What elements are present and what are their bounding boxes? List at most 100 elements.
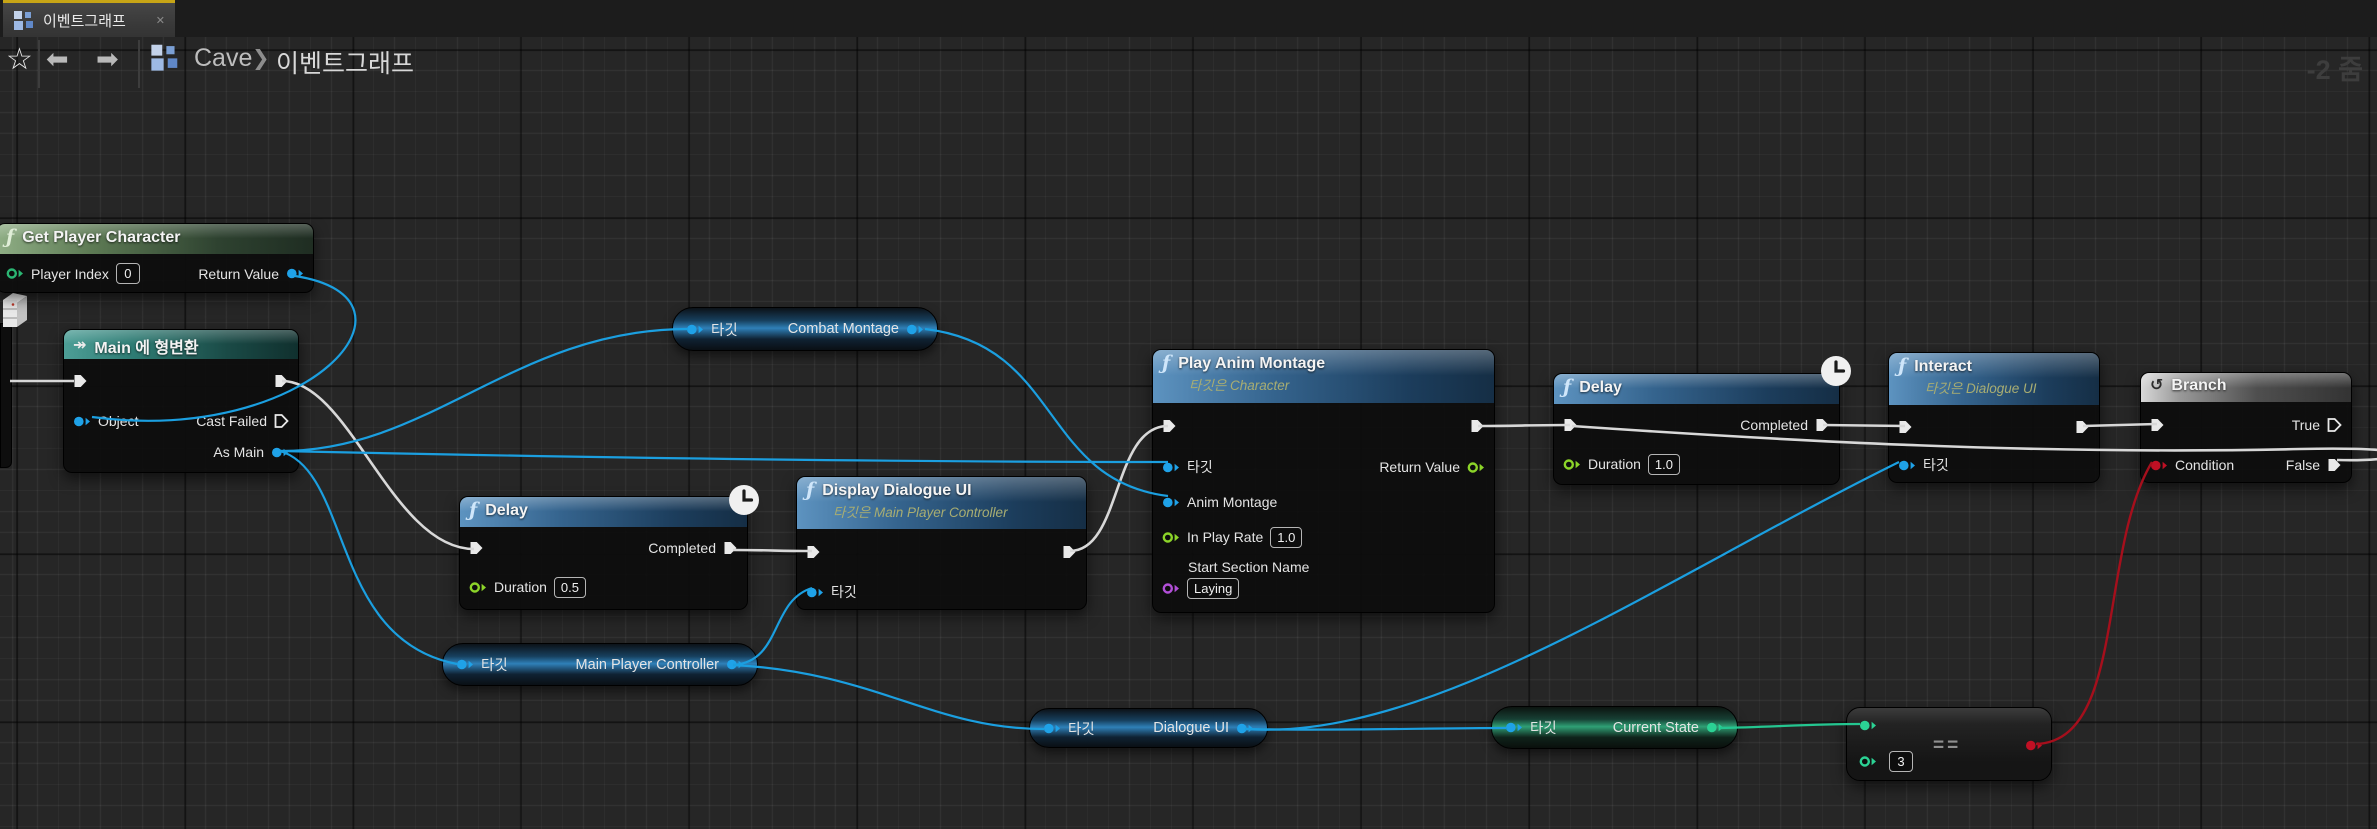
return-value-pin[interactable] bbox=[286, 267, 304, 280]
player-index-pin[interactable] bbox=[6, 267, 24, 280]
pin-label: 타깃 bbox=[711, 322, 738, 339]
node-header: ƒ Delay bbox=[1554, 374, 1839, 404]
target-pin[interactable] bbox=[1505, 721, 1523, 734]
node-header: ƒ Interact 타깃은 Dialogue UI bbox=[1889, 353, 2099, 405]
function-icon: ƒ bbox=[806, 479, 815, 501]
node-play-anim-montage[interactable]: ƒ Play Anim Montage 타깃은 Character 타깃 Ret… bbox=[1152, 349, 1495, 613]
exec-in-pin[interactable] bbox=[73, 373, 88, 389]
pin-label: Cast Failed bbox=[196, 413, 267, 429]
exec-in-pin[interactable] bbox=[1563, 417, 1578, 433]
back-arrow-icon[interactable]: ⬅ bbox=[46, 44, 69, 74]
node-title: Branch bbox=[2171, 377, 2227, 394]
pin-label: Duration bbox=[494, 579, 547, 595]
compare-b-pin[interactable] bbox=[1859, 755, 1877, 768]
target-pin[interactable] bbox=[806, 586, 824, 599]
toolbar-divider bbox=[38, 40, 40, 88]
node-header: ƒ Play Anim Montage 타깃은 Character bbox=[1153, 350, 1494, 403]
node-title: Delay bbox=[485, 501, 528, 519]
output-pin[interactable] bbox=[1236, 722, 1254, 735]
pin-label: Player Index bbox=[31, 265, 109, 282]
node-get-player-character[interactable]: ƒ Get Player Character Player Index 0 Re… bbox=[0, 223, 314, 293]
compare-value[interactable]: 3 bbox=[1889, 751, 1913, 772]
function-icon: ƒ bbox=[1162, 352, 1171, 374]
tab-title: 이벤트그래프 bbox=[43, 12, 126, 30]
duration-pin[interactable] bbox=[469, 581, 487, 594]
variable-label: Current State bbox=[1612, 719, 1699, 736]
offscreen-node-edge[interactable] bbox=[0, 323, 12, 468]
node-delay-2[interactable]: ƒ Delay Completed Duration 1.0 bbox=[1553, 373, 1840, 485]
pin-label: False bbox=[2285, 457, 2320, 473]
exec-in-pin[interactable] bbox=[469, 540, 484, 556]
start-section-name-value[interactable]: Laying bbox=[1187, 578, 1240, 599]
node-title: Display Dialogue UI bbox=[822, 481, 972, 499]
exec-out-pin[interactable] bbox=[1062, 544, 1077, 560]
output-pin[interactable] bbox=[906, 323, 924, 336]
target-pin[interactable] bbox=[1162, 461, 1180, 474]
node-delay-1[interactable]: ƒ Delay Completed Duration 0.5 bbox=[459, 496, 748, 610]
pin-label: 타깃 bbox=[831, 584, 857, 600]
exec-out-pin[interactable] bbox=[1470, 418, 1485, 434]
in-play-rate-value[interactable]: 1.0 bbox=[1270, 526, 1303, 548]
tab-strip: 이벤트그래프 ✕ bbox=[0, 0, 2377, 37]
node-get-main-player-controller[interactable]: 타깃 Main Player Controller bbox=[442, 643, 758, 686]
start-section-name-pin[interactable] bbox=[1162, 582, 1180, 595]
target-pin[interactable] bbox=[1043, 722, 1061, 735]
exec-out-pin[interactable] bbox=[2075, 419, 2090, 435]
completed-exec-pin[interactable] bbox=[1815, 417, 1830, 433]
duration-value[interactable]: 1.0 bbox=[1647, 453, 1680, 475]
as-main-pin[interactable] bbox=[271, 446, 289, 459]
favorite-star-icon[interactable]: ☆ bbox=[6, 43, 33, 76]
player-index-value[interactable]: 0 bbox=[115, 263, 140, 284]
breadcrumb-current: 이벤트그래프 bbox=[276, 50, 415, 78]
object-pin[interactable] bbox=[73, 415, 91, 428]
pin-label: 타깃 bbox=[1068, 721, 1095, 738]
node-header: ƒ Delay bbox=[460, 497, 747, 527]
pin-label: Anim Montage bbox=[1187, 494, 1278, 510]
pin-label: Object bbox=[98, 413, 139, 429]
node-header: ↺ Branch bbox=[2141, 373, 2351, 402]
duration-pin[interactable] bbox=[1563, 458, 1581, 471]
duration-value[interactable]: 0.5 bbox=[553, 576, 586, 598]
pin-label: Return Value bbox=[198, 265, 279, 282]
anim-montage-pin[interactable] bbox=[1162, 496, 1180, 509]
forward-arrow-icon[interactable]: ➡ bbox=[96, 44, 119, 74]
node-cast-to-main[interactable]: ↠ Main 에 형변환 Object Cast Failed As Main bbox=[63, 329, 299, 473]
node-get-current-state[interactable]: 타깃 Current State bbox=[1491, 706, 1738, 749]
exec-in-pin[interactable] bbox=[1162, 418, 1177, 434]
output-pin[interactable] bbox=[726, 658, 744, 671]
target-pin[interactable] bbox=[1898, 459, 1916, 472]
breadcrumb-chevron-icon: ❯ bbox=[252, 47, 270, 70]
condition-pin[interactable] bbox=[2150, 459, 2168, 472]
in-play-rate-pin[interactable] bbox=[1162, 531, 1180, 544]
exec-in-pin[interactable] bbox=[806, 544, 821, 560]
tab-event-graph[interactable]: 이벤트그래프 ✕ bbox=[3, 0, 175, 37]
return-value-pin[interactable] bbox=[1467, 461, 1485, 474]
exec-in-pin[interactable] bbox=[2150, 417, 2165, 433]
toolbar-divider bbox=[138, 40, 140, 88]
breadcrumb-root[interactable]: Cave bbox=[194, 44, 253, 72]
node-equal-compare[interactable]: 3 == bbox=[1846, 707, 2052, 781]
function-icon: ƒ bbox=[6, 226, 15, 248]
exec-out-pin[interactable] bbox=[274, 373, 289, 389]
pin-label: 타깃 bbox=[481, 658, 508, 674]
completed-exec-pin[interactable] bbox=[723, 540, 738, 556]
target-pin[interactable] bbox=[456, 658, 474, 671]
blueprint-icon bbox=[13, 9, 35, 31]
node-interact[interactable]: ƒ Interact 타깃은 Dialogue UI 타깃 bbox=[1888, 352, 2100, 483]
false-exec-pin[interactable] bbox=[2327, 457, 2342, 473]
node-branch[interactable]: ↺ Branch True Condition False bbox=[2140, 372, 2352, 483]
node-display-dialogue-ui[interactable]: ƒ Display Dialogue UI 타깃은 Main Player Co… bbox=[796, 476, 1087, 610]
exec-in-pin[interactable] bbox=[1898, 419, 1913, 435]
node-get-dialogue-ui[interactable]: 타깃 Dialogue UI bbox=[1029, 708, 1268, 748]
compare-a-pin[interactable] bbox=[1859, 719, 1877, 732]
node-get-combat-montage[interactable]: 타깃 Combat Montage bbox=[672, 307, 938, 351]
output-pin[interactable] bbox=[1706, 721, 1724, 734]
tab-close-icon[interactable]: ✕ bbox=[155, 14, 165, 27]
target-pin[interactable] bbox=[686, 323, 704, 336]
true-exec-pin[interactable] bbox=[2327, 417, 2342, 433]
node-subtitle: 타깃은 Dialogue UI bbox=[1925, 381, 2037, 396]
cast-failed-pin[interactable] bbox=[274, 413, 289, 429]
result-pin[interactable] bbox=[2025, 739, 2043, 752]
variable-label: Dialogue UI bbox=[1153, 720, 1229, 736]
node-title: Interact bbox=[1914, 357, 1972, 375]
